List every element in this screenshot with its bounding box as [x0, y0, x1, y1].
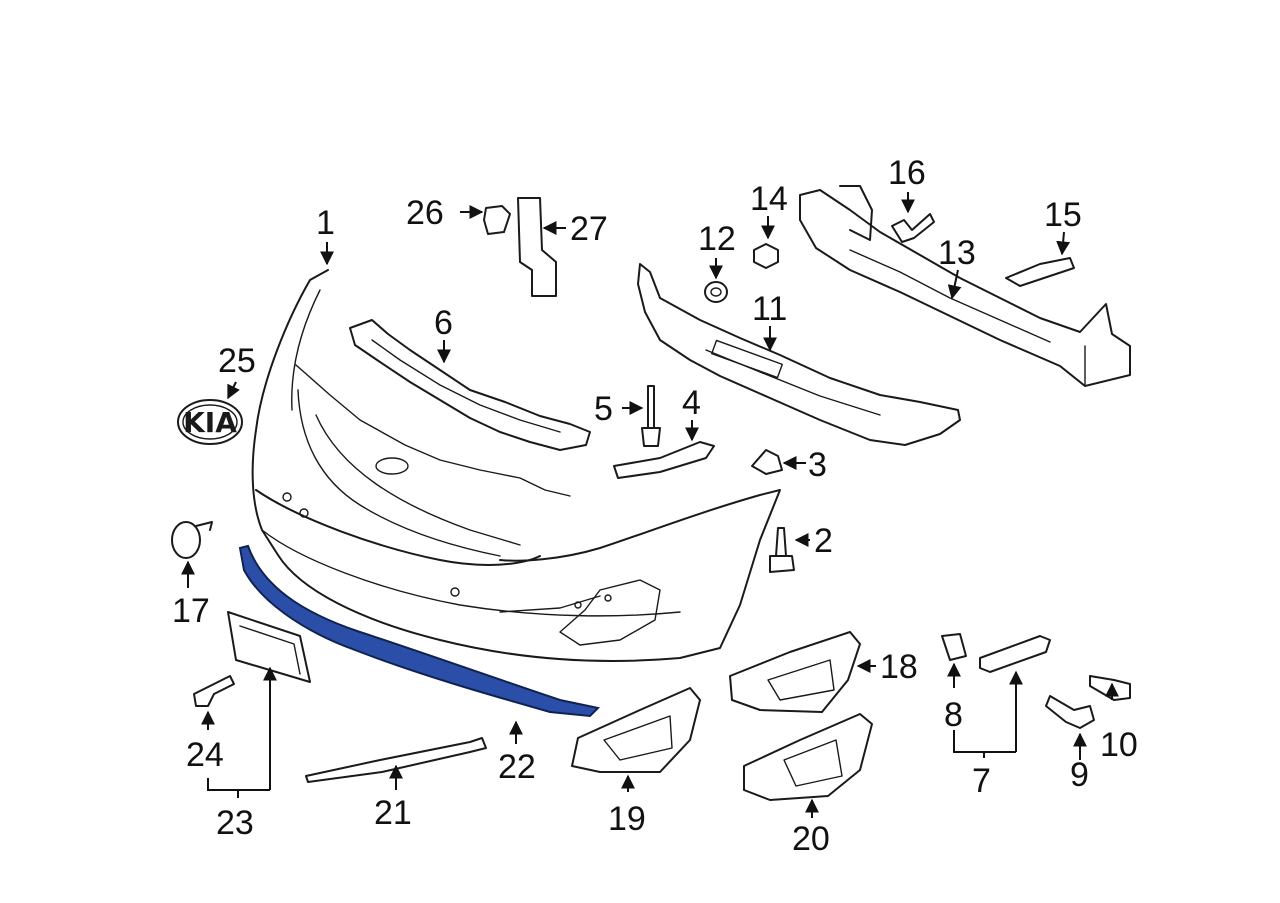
bracket-27 — [517, 197, 557, 297]
callout-21: 21 — [374, 794, 412, 832]
callout-10: 10 — [1100, 726, 1138, 764]
screw-24 — [193, 675, 235, 707]
bolt-16 — [891, 213, 935, 243]
callout-22: 22 — [498, 748, 536, 786]
callout-1: 1 — [316, 204, 335, 242]
bracket-4 — [613, 441, 715, 479]
callout-7: 7 — [972, 762, 991, 800]
clip-26 — [483, 205, 511, 235]
callout-4: 4 — [682, 384, 701, 422]
lamp-bezel-18 — [729, 631, 861, 713]
bumper-cover — [251, 269, 781, 662]
callout-9: 9 — [1070, 756, 1089, 794]
bracket-15 — [1005, 257, 1075, 287]
callout-25: 25 — [218, 342, 256, 380]
grommet-12 — [704, 281, 728, 303]
bolt-9 — [1045, 695, 1095, 729]
callout-12: 12 — [698, 220, 736, 258]
callout-3: 3 — [808, 446, 827, 484]
callout-23: 23 — [216, 804, 254, 842]
bolt-2 — [769, 527, 795, 573]
leader-lines — [181, 192, 1119, 818]
upper-bracket — [349, 319, 591, 451]
lower-spoiler-highlight — [238, 544, 601, 718]
callout-6: 6 — [434, 304, 453, 342]
energy-absorber — [637, 263, 961, 446]
license-bracket-23 — [227, 611, 311, 683]
callout-14: 14 — [750, 180, 788, 218]
callout-20: 20 — [792, 820, 830, 858]
callout-18: 18 — [880, 648, 918, 686]
tow-hook-cap-17 — [171, 521, 213, 559]
bolt-10 — [1089, 675, 1131, 701]
callout-11: 11 — [752, 290, 787, 328]
lamp-bezel-19 — [571, 687, 701, 773]
callout-13: 13 — [938, 234, 976, 272]
screw-5 — [641, 385, 661, 447]
callout-15: 15 — [1044, 196, 1082, 234]
callout-24: 24 — [186, 736, 224, 774]
callout-27: 27 — [570, 210, 608, 248]
callout-19: 19 — [608, 800, 646, 838]
emblem-25: KIA — [177, 399, 243, 445]
callout-5: 5 — [594, 390, 613, 428]
clip-nut-8 — [941, 633, 967, 661]
side-bracket-7 — [979, 635, 1051, 673]
lamp-bezel-20 — [743, 713, 873, 801]
callout-2: 2 — [814, 522, 833, 560]
nut-14 — [753, 243, 779, 269]
emblem-text: KIA — [183, 406, 237, 439]
molding-strip-21 — [305, 737, 487, 783]
callout-8: 8 — [944, 696, 963, 734]
callout-26: 26 — [406, 194, 444, 232]
clip-3 — [751, 449, 783, 475]
callout-17: 17 — [172, 592, 210, 630]
callout-labels: 1 2 3 4 5 6 7 8 9 10 11 12 13 14 15 16 1… — [172, 154, 1138, 858]
callout-16: 16 — [888, 154, 926, 192]
